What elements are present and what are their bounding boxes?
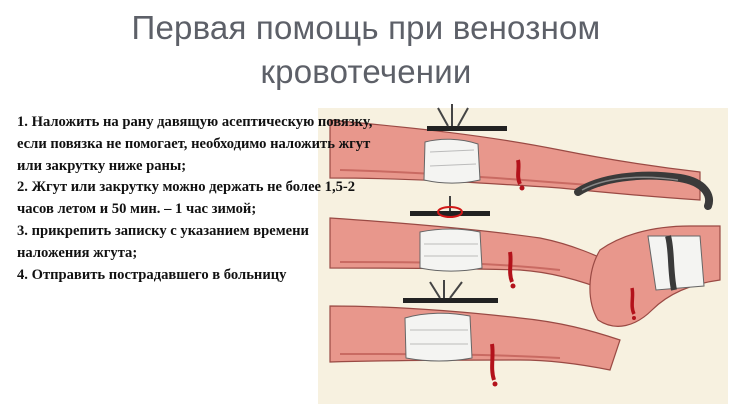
step-3: 3. прикрепить записку с указанием времен… [17,222,309,261]
arm-with-twist-tourniquet-top [329,104,701,201]
title-line-2: кровотечении [260,53,472,90]
arm-with-twist-tourniquet-bottom [329,280,621,387]
rubber-tourniquet [574,171,713,210]
leg-with-rubber-tourniquet [589,225,721,327]
step-4: 4. Отправить пострадавшего в больницу [17,266,287,283]
step-2: 2. Жгут или закрутку можно держать не бо… [17,179,356,218]
instructions-list: 1. Наложить на рану давящую асептическую… [17,112,377,286]
step-1: 1. Наложить на рану давящую асептическую… [17,114,373,174]
title-line-1: Первая помощь при венозном [131,9,601,46]
page-title: Первая помощь при венозном кровотечении [0,6,732,94]
